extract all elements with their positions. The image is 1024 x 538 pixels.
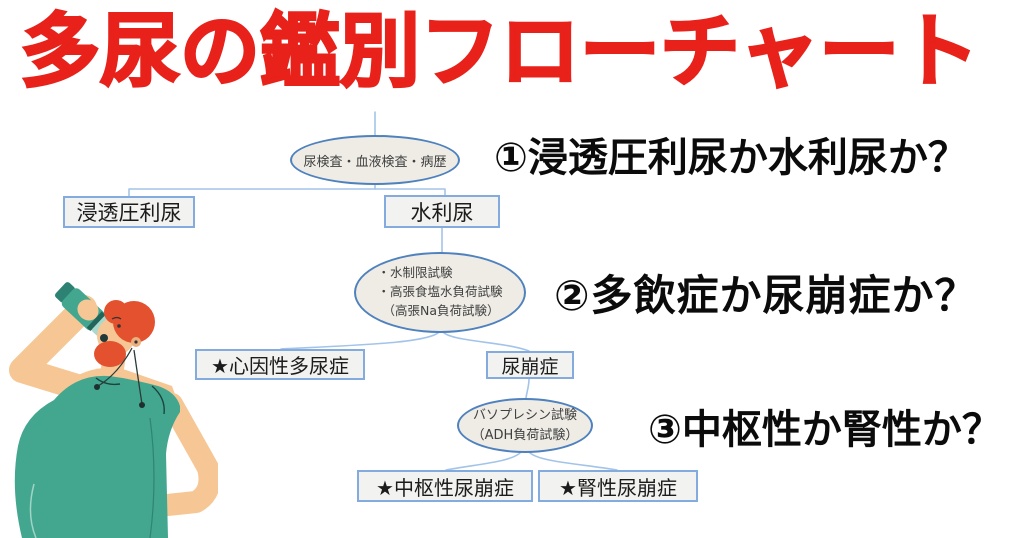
annotation-question-2: ②多飲症か尿崩症か？	[554, 271, 978, 320]
vasopressin-line-1: バソプレシン試験	[472, 408, 577, 423]
tank-highlight	[29, 483, 37, 538]
page-title: 多尿の鑑別フローチャート	[19, 4, 981, 100]
earbud-left	[94, 384, 100, 390]
connector-vasopressin-to-central	[445, 451, 522, 471]
tank-neckline	[95, 377, 121, 386]
person-eye	[117, 324, 121, 328]
person-beard	[94, 341, 126, 367]
flow-box-osmotic-diuresis: 浸透圧利尿	[63, 196, 195, 228]
earphone-cord-right	[133, 349, 143, 405]
connector-tests-to-psychogenic	[280, 330, 441, 350]
annotation-question-3: ③中枢性か腎性か？	[648, 407, 1002, 453]
flow-node-initial-tests-label: 尿検査・血液検査・病歴	[303, 154, 447, 170]
flow-box-nephrogenic-di-label: ★腎性尿崩症	[559, 475, 677, 500]
person-mouth	[100, 334, 108, 342]
tank-seam	[149, 417, 155, 538]
connector-branch-bracket	[128, 188, 446, 197]
flow-box-diabetes-insipidus: 尿崩症	[486, 351, 574, 379]
flow-box-water-diuresis-label: 水利尿	[410, 200, 474, 225]
flow-box-water-diuresis: 水利尿	[384, 195, 500, 228]
connector-vasopressin-to-nephrogenic	[528, 451, 618, 471]
person-hip-arm	[147, 393, 218, 517]
flow-box-central-di-label: ★中枢性尿崩症	[376, 475, 514, 500]
water-test-line-1: ・水制限試験	[377, 265, 453, 281]
earphone-cord-left	[97, 347, 133, 387]
earbud-right	[139, 402, 145, 408]
drinking-person-illustration	[9, 282, 218, 538]
flow-node-vasopressin-test-lines: バソプレシン試験 （ADH負荷試験）	[472, 406, 579, 445]
person-hand-on-bottle	[77, 299, 99, 321]
flow-node-water-tests: ・水制限試験 ・高張食塩水負荷試験 （高張Na負荷試験）	[354, 252, 526, 333]
flow-box-osmotic-diuresis-label: 浸透圧利尿	[76, 201, 182, 225]
flow-node-vasopressin-test: バソプレシン試験 （ADH負荷試験）	[457, 398, 593, 453]
flow-node-water-tests-lines: ・水制限試験 ・高張食塩水負荷試験 （高張Na負荷試験）	[377, 264, 502, 320]
water-test-line-3: （高張Na負荷試験）	[382, 302, 500, 318]
tank-armhole	[151, 385, 165, 415]
connector-tests-to-di	[441, 330, 530, 352]
vasopressin-line-2: （ADH負荷試験）	[471, 427, 579, 443]
flow-box-nephrogenic-di: ★腎性尿崩症	[538, 470, 698, 502]
flow-box-psychogenic-polydipsia: ★心因性多尿症	[195, 349, 365, 380]
annotation-question-1: ①浸透圧利尿か水利尿か？	[494, 135, 968, 181]
connector-di-to-vasopressin	[525, 378, 530, 399]
person-ear-dot	[134, 340, 138, 344]
person-eyebrow	[111, 316, 122, 320]
flow-node-initial-tests: 尿検査・血液検査・病歴	[290, 135, 460, 185]
flow-box-central-di: ★中枢性尿崩症	[357, 470, 533, 502]
flow-box-diabetes-insipidus-label: 尿崩症	[501, 355, 559, 378]
flow-box-psychogenic-polydipsia-label: ★心因性多尿症	[211, 354, 349, 378]
water-test-line-2: ・高張食塩水負荷試験	[377, 284, 503, 300]
person-hair-front	[104, 300, 128, 324]
person-tank-top	[14, 375, 180, 538]
